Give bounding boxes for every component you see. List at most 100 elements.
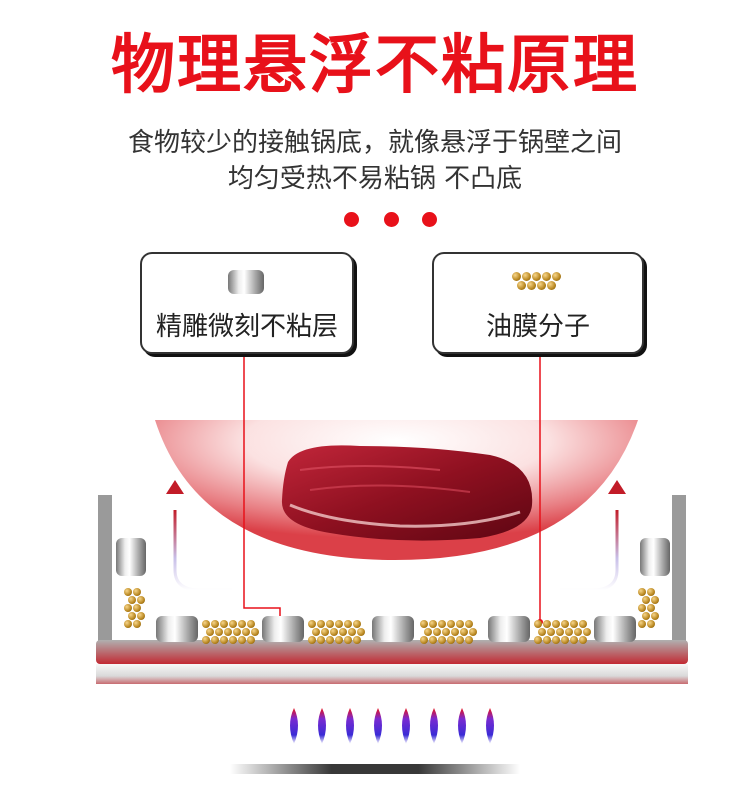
oil-bead	[538, 628, 546, 636]
oil-bead	[447, 636, 455, 644]
subtitle-line-1: 食物较少的接触锅底，就像悬浮于锅壁之间	[127, 128, 622, 158]
oil-bead	[420, 620, 428, 628]
oil-bead	[651, 612, 659, 620]
subtitle-line-2: 均匀受热不易粘锅 不凸底	[227, 164, 523, 194]
arrow-up-icon	[166, 480, 184, 494]
oil-bead	[247, 636, 255, 644]
heat-flow-arrow-right	[560, 510, 619, 592]
oil-bead	[238, 636, 246, 644]
oil-bead	[638, 604, 646, 612]
oil-bead	[579, 636, 587, 644]
oil-bead	[251, 628, 259, 636]
oil-bead	[552, 620, 560, 628]
oil-bead	[460, 628, 468, 636]
oil-bead	[570, 620, 578, 628]
oil-bead	[317, 620, 325, 628]
oil-bead	[229, 620, 237, 628]
oil-bead	[326, 636, 334, 644]
oil-bead	[447, 620, 455, 628]
oil-bead	[326, 620, 334, 628]
oil-bead	[137, 612, 145, 620]
oil-bead	[202, 620, 210, 628]
oil-bead	[124, 620, 132, 628]
oil-bead	[429, 620, 437, 628]
oil-bead	[651, 596, 659, 604]
label-box-oil-film: 油膜分子	[432, 252, 644, 354]
oil-bead	[647, 620, 655, 628]
oil-bead	[247, 620, 255, 628]
oil-bead	[638, 588, 646, 596]
oil-bead	[570, 636, 578, 644]
oil-bead	[229, 636, 237, 644]
cylinder-bottom	[156, 616, 198, 642]
oil-bead	[438, 620, 446, 628]
oil-bead	[348, 628, 356, 636]
cylinder-bottom	[594, 616, 636, 642]
oil-bead	[242, 628, 250, 636]
oil-bead	[642, 612, 650, 620]
page-title: 物理悬浮不粘原理	[111, 29, 639, 103]
cylinder-bottom	[488, 616, 530, 642]
oil-bead	[456, 620, 464, 628]
oil-bead	[429, 636, 437, 644]
oil-bead	[344, 620, 352, 628]
oil-bead	[433, 628, 441, 636]
oil-bead	[638, 620, 646, 628]
oil-bead	[317, 636, 325, 644]
cylinder-icon	[228, 270, 264, 294]
oil-bead	[128, 612, 136, 620]
oil-bead	[565, 628, 573, 636]
oil-bead	[220, 636, 228, 644]
oil-bead	[137, 596, 145, 604]
heat-flow-arrow-left	[173, 510, 232, 592]
oil-bead	[124, 588, 132, 596]
dot-icon	[384, 212, 399, 227]
oil-bead	[133, 604, 141, 612]
oil-bead	[647, 588, 655, 596]
decorative-dots	[0, 210, 750, 230]
oil-bead	[534, 636, 542, 644]
oil-bead	[211, 620, 219, 628]
label-box-nonstick-layer: 精雕微刻不粘层	[140, 252, 354, 354]
oil-bead	[547, 628, 555, 636]
oil-bead	[133, 620, 141, 628]
oil-bead	[561, 620, 569, 628]
oil-bead	[543, 636, 551, 644]
oil-bead	[642, 596, 650, 604]
cylinder-wall-left	[116, 538, 146, 576]
oil-bead	[465, 636, 473, 644]
oil-bead	[215, 628, 223, 636]
oil-bead	[353, 636, 361, 644]
cylinder-bottom	[372, 616, 414, 642]
callout-line-left	[243, 352, 281, 622]
oil-bead	[451, 628, 459, 636]
cylinder-bottom	[262, 616, 304, 642]
oil-bead	[339, 628, 347, 636]
oil-bead	[206, 628, 214, 636]
oil-bead	[561, 636, 569, 644]
oil-bead	[442, 628, 450, 636]
oil-bead	[128, 596, 136, 604]
oil-bead	[133, 588, 141, 596]
label-nonstick-layer: 精雕微刻不粘层	[155, 312, 338, 342]
arrow-up-icon	[608, 480, 626, 494]
oil-bead	[353, 620, 361, 628]
oil-bead	[330, 628, 338, 636]
oil-bead	[211, 636, 219, 644]
oil-bead	[220, 620, 228, 628]
pan-bottom	[96, 640, 688, 664]
oil-bead	[556, 628, 564, 636]
oil-bead	[574, 628, 582, 636]
label-oil-film: 油膜分子	[485, 312, 590, 342]
oil-bead	[552, 636, 560, 644]
dot-icon	[422, 212, 437, 227]
oil-bead	[202, 636, 210, 644]
oil-bead	[357, 628, 365, 636]
oil-bead	[583, 628, 591, 636]
oil-bead	[335, 636, 343, 644]
oil-bead	[124, 604, 132, 612]
dot-icon	[344, 212, 359, 227]
oil-bead	[456, 636, 464, 644]
pan-wall-right	[672, 495, 686, 645]
